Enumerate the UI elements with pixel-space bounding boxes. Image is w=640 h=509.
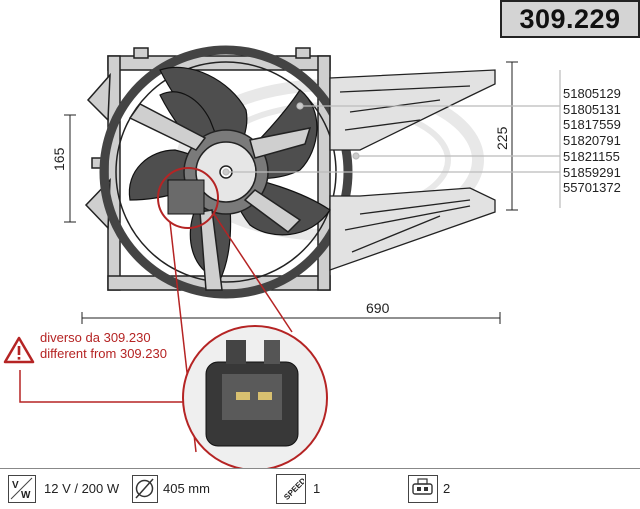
fan-drawing (3, 45, 561, 468)
dimension-height-right-label: 225 (494, 126, 510, 150)
speed-value: 1 (313, 481, 321, 496)
warning-note: diverso da 309.230 different from 309.23… (40, 330, 167, 361)
oem-number: 51859291 (563, 164, 621, 180)
detail-callout (19, 167, 328, 468)
warning-icon (3, 336, 35, 364)
oem-number-list: 51805129 51805131 51817559 51820791 5182… (563, 86, 621, 196)
oem-number: 51817559 (563, 117, 621, 133)
right-bracket (329, 69, 496, 271)
oem-number: 51805131 (563, 101, 621, 117)
oem-leader-lines (222, 70, 561, 208)
diameter-icon (132, 475, 158, 503)
speed-icon: SPEED (276, 474, 308, 504)
diameter-value: 405 mm (163, 481, 210, 496)
voltage-watt-icon: V W (8, 475, 36, 503)
warning-line-en: different from 309.230 (40, 345, 167, 361)
connector-value: 2 (443, 481, 451, 496)
dimension-lines (64, 61, 518, 324)
svg-text:V: V (12, 480, 19, 491)
product-code-box: 309.229 (500, 0, 640, 38)
svg-text:W: W (21, 490, 31, 501)
dimension-width-label: 690 (366, 300, 390, 316)
oem-number: 51820791 (563, 133, 621, 149)
connector-icon (408, 475, 438, 503)
connector-on-fan (167, 179, 205, 215)
spec-footer: V W 12 V / 200 W 405 mm SPEED 1 (0, 468, 640, 509)
oem-number: 51821155 (563, 148, 620, 164)
speed-icon-text: SPEED (282, 476, 304, 502)
voltage-power-value: 12 V / 200 W (44, 481, 120, 496)
dimension-height-left-label: 165 (51, 147, 67, 171)
product-code: 309.229 (519, 3, 621, 34)
oem-number: 55701372 (563, 180, 621, 196)
warning-line-it: diverso da 309.230 (40, 330, 151, 345)
oem-number: 51805129 (563, 86, 621, 101)
